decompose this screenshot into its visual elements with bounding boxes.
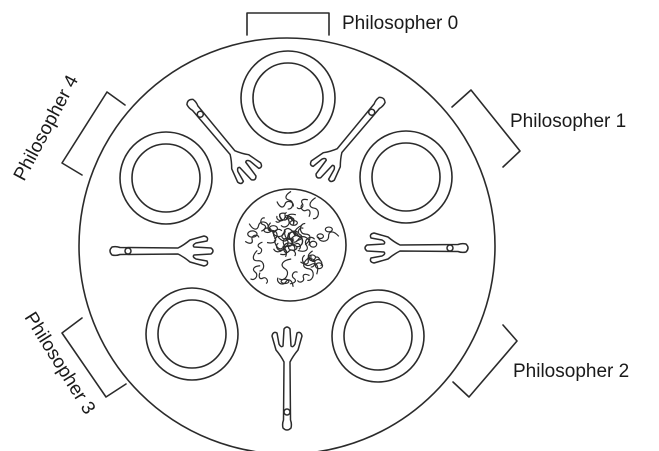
label-philosopher-4: Philosopher 4 xyxy=(10,72,83,185)
plate-philosopher-4 xyxy=(120,132,212,224)
plate-philosopher-2 xyxy=(332,290,424,382)
fork-left xyxy=(110,236,213,266)
spaghetti-loop xyxy=(310,241,317,247)
seat-bracket-philosopher-2 xyxy=(453,325,517,397)
seat-bracket-philosopher-0 xyxy=(247,13,329,35)
spaghetti-loop xyxy=(325,227,332,232)
spaghetti-strand xyxy=(277,201,293,207)
spaghetti-strand xyxy=(245,235,259,243)
spaghetti-strand xyxy=(259,273,267,284)
seat-bracket-philosopher-4 xyxy=(62,92,125,175)
spaghetti-strand xyxy=(318,232,338,241)
spaghetti-strands xyxy=(245,191,339,286)
spaghetti-bowl xyxy=(234,189,346,301)
fork-right xyxy=(365,233,468,263)
label-philosopher-2: Philosopher 2 xyxy=(513,361,629,382)
label-philosopher-3: Philosopher 3 xyxy=(20,309,99,419)
spaghetti-loop xyxy=(317,234,323,239)
plate-philosopher-0 xyxy=(241,51,335,145)
spaghetti-strand xyxy=(286,191,293,209)
plate-philosopher-1 xyxy=(360,131,452,223)
fork-bottom xyxy=(272,327,302,430)
spaghetti-strand xyxy=(310,198,318,219)
plate-philosopher-3 xyxy=(146,288,238,380)
spaghetti-strand xyxy=(279,259,291,280)
label-philosopher-1: Philosopher 1 xyxy=(510,111,626,132)
spaghetti-strand xyxy=(251,266,261,280)
label-philosopher-0: Philosopher 0 xyxy=(342,13,458,34)
spaghetti-strand xyxy=(258,242,263,253)
